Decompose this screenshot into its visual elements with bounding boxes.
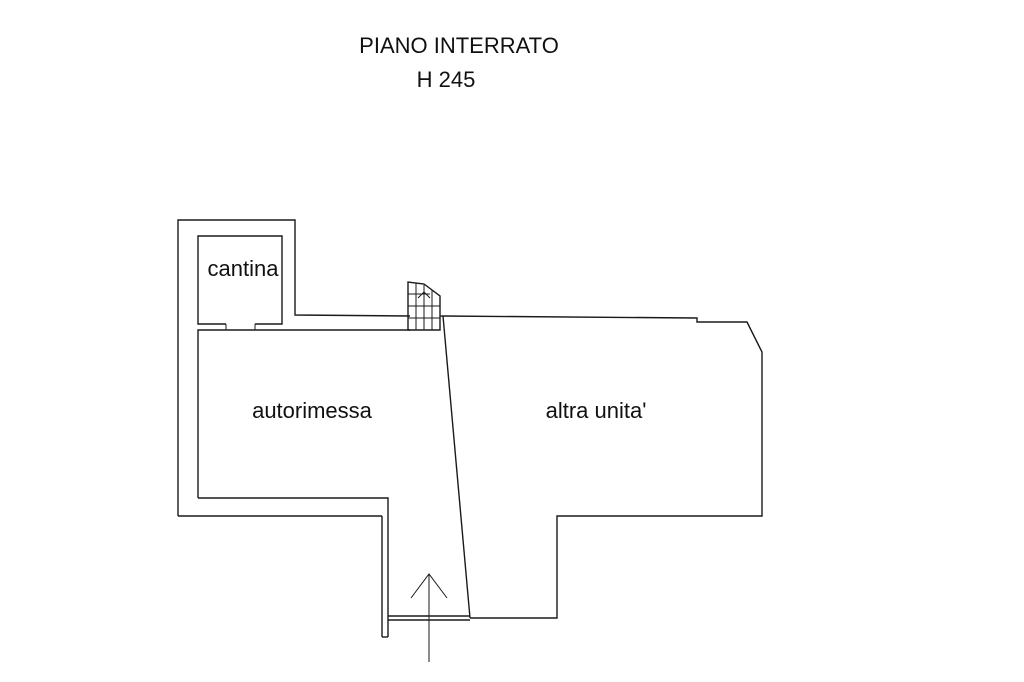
- plan-title: PIANO INTERRATO: [359, 33, 559, 58]
- outer-wall: [177, 219, 411, 516]
- walls: [177, 219, 763, 638]
- plan-height-label: H 245: [417, 67, 476, 92]
- stair-icon: [407, 281, 441, 331]
- cantina-room: [197, 235, 283, 325]
- entrance-arrow-icon: [410, 573, 448, 662]
- cantina-door: [225, 324, 256, 330]
- room-label-cantina: cantina: [208, 256, 280, 281]
- inner-wall: [178, 329, 410, 637]
- altra-unita-wall: [442, 315, 763, 619]
- room-label-altra-unita: altra unita': [546, 398, 647, 423]
- room-label-autorimessa: autorimessa: [252, 398, 373, 423]
- dividing-wall: [442, 315, 471, 619]
